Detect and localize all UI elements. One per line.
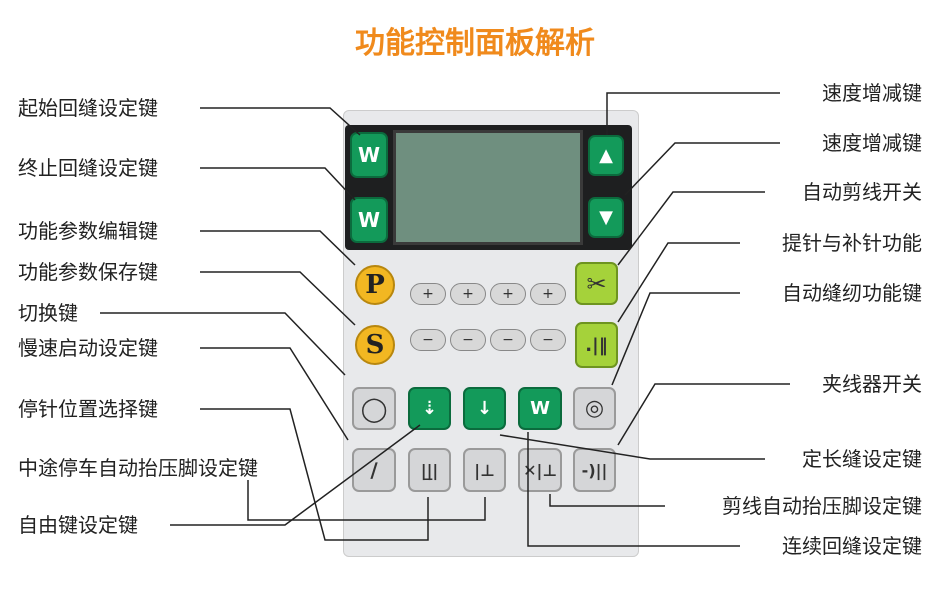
minus-key[interactable]: − bbox=[530, 329, 566, 351]
plus-key[interactable]: + bbox=[450, 283, 486, 305]
label-mid-stop-lift: 中途停车自动抬压脚设定键 bbox=[18, 456, 258, 480]
leader-line bbox=[200, 107, 361, 136]
lcd-screen bbox=[393, 130, 583, 245]
switch-key[interactable]: ◯ bbox=[352, 387, 396, 430]
needle-up-key[interactable]: .|‖ bbox=[575, 322, 618, 368]
leader-line bbox=[200, 347, 349, 441]
speed-down-key[interactable]: ▼ bbox=[588, 197, 624, 238]
leader-line bbox=[200, 167, 356, 201]
page-title: 功能控制面板解析 bbox=[355, 26, 595, 61]
p-key[interactable]: P bbox=[355, 265, 395, 305]
continuous-backtack-key[interactable]: W bbox=[518, 387, 562, 430]
label-auto-trim: 自动剪线开关 bbox=[802, 180, 922, 204]
leader-line bbox=[100, 312, 346, 376]
start-backtack-key[interactable]: W bbox=[350, 132, 388, 178]
leader-line bbox=[606, 92, 780, 135]
mid-stop-lift-key[interactable]: |⊥ bbox=[463, 448, 506, 492]
minus-key[interactable]: − bbox=[490, 329, 526, 351]
free-key[interactable]: ||̲| bbox=[408, 448, 451, 492]
thread-clamp-key[interactable]: ◎ bbox=[573, 387, 616, 430]
leader-line bbox=[247, 480, 486, 521]
leader-line bbox=[611, 292, 740, 386]
leader-line bbox=[499, 434, 765, 460]
label-continuous-backtack: 连续回缝设定键 bbox=[782, 534, 922, 558]
label-switch: 切换键 bbox=[18, 301, 78, 325]
label-trim-lift: 剪线自动抬压脚设定键 bbox=[722, 494, 922, 518]
label-thread-clamp: 夹线器开关 bbox=[822, 372, 922, 396]
fixed-length-key[interactable]: ↓ bbox=[463, 387, 506, 430]
label-auto-sew: 自动缝纫功能键 bbox=[782, 281, 922, 305]
speed-up-key[interactable]: ▲ bbox=[588, 135, 624, 176]
leader-line bbox=[617, 191, 765, 266]
leader-line bbox=[617, 242, 740, 323]
leader-line bbox=[624, 142, 780, 196]
plus-key[interactable]: + bbox=[530, 283, 566, 305]
label-speed-down: 速度增减键 bbox=[822, 131, 922, 155]
trim-lift-key[interactable]: ✕|⊥ bbox=[518, 448, 562, 492]
leader-line bbox=[200, 271, 356, 326]
label-param-save: 功能参数保存键 bbox=[18, 260, 158, 284]
label-fixed-length: 定长缝设定键 bbox=[802, 447, 922, 471]
label-speed-up: 速度增减键 bbox=[822, 81, 922, 105]
label-slow-start: 慢速启动设定键 bbox=[18, 336, 158, 360]
label-needle-position: 停针位置选择键 bbox=[18, 397, 158, 421]
minus-key[interactable]: − bbox=[410, 329, 446, 351]
leader-line bbox=[170, 424, 421, 526]
leader-line bbox=[200, 230, 356, 266]
label-start-backtack: 起始回缝设定键 bbox=[18, 96, 158, 120]
leader-line bbox=[200, 408, 429, 541]
leader-line bbox=[617, 383, 790, 446]
leader-line bbox=[549, 494, 665, 507]
plus-key[interactable]: + bbox=[490, 283, 526, 305]
s-key[interactable]: S bbox=[355, 325, 395, 365]
needle-position-key[interactable]: ⇣ bbox=[408, 387, 451, 430]
minus-key[interactable]: − bbox=[450, 329, 486, 351]
label-end-backtack: 终止回缝设定键 bbox=[18, 156, 158, 180]
end-backtack-key[interactable]: W bbox=[350, 197, 388, 243]
label-needle-up: 提针与补针功能 bbox=[782, 231, 922, 255]
auto-trim-key[interactable]: ✂ bbox=[575, 262, 618, 305]
plus-key[interactable]: + bbox=[410, 283, 446, 305]
reverse-key[interactable]: -)|| bbox=[573, 448, 616, 492]
label-free-key: 自由键设定键 bbox=[18, 513, 138, 537]
label-param-edit: 功能参数编辑键 bbox=[18, 219, 158, 243]
leader-line bbox=[527, 432, 740, 547]
